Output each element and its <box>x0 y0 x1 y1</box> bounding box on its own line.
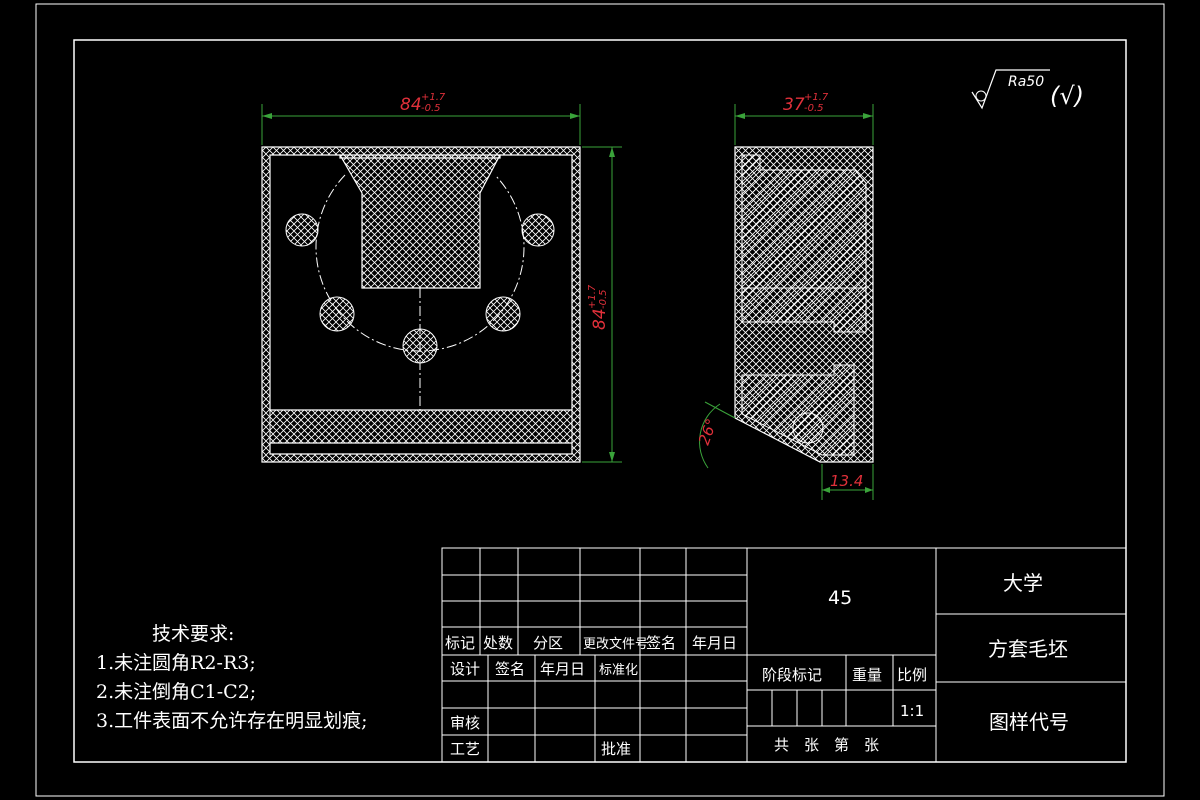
front-height-tol-lower: -0.5 <box>598 289 609 309</box>
label-scale: 比例 <box>897 666 927 684</box>
side-hole <box>792 412 824 444</box>
header-change-doc: 更改文件号 <box>583 637 648 652</box>
header-mark: 标记 <box>445 634 475 652</box>
front-insert <box>338 154 501 289</box>
side-view: 37 +1.7 -0.5 26° 13.4 <box>695 92 874 500</box>
header-count: 处数 <box>483 634 513 652</box>
side-width-tol-lower: -0.5 <box>804 103 824 114</box>
label-weight: 重量 <box>852 666 882 684</box>
label-design: 设计 <box>450 660 480 678</box>
header-zone: 分区 <box>533 634 563 652</box>
part-name: 方套毛坯 <box>988 637 1068 661</box>
hole-bottom <box>402 328 438 364</box>
label-date: 年月日 <box>540 660 585 678</box>
hole-left-top <box>285 213 319 247</box>
front-width-dim: 84 <box>400 95 422 115</box>
roughness-value: Ra50 <box>1008 74 1044 90</box>
side-width-dim: 37 <box>783 95 805 115</box>
title-block <box>441 547 1127 763</box>
side-width-tol-upper: +1.7 <box>804 92 829 103</box>
header-date: 年月日 <box>692 634 737 652</box>
side-hatch-bottom <box>741 364 855 456</box>
notes-title: 技术要求: <box>152 623 235 645</box>
front-bottom-bar <box>269 409 573 444</box>
note-item: 1.未注圆角R2-R3; <box>96 652 256 674</box>
school: 大学 <box>1003 571 1043 595</box>
side-angle: 26° <box>695 416 721 447</box>
title-block-text: 标记 处数 分区 更改文件号 签名 年月日 设计 签名 年月日 标准化 审核 工… <box>445 571 1069 758</box>
roughness-symbol: Ra50 (√) <box>971 69 1084 110</box>
technical-requirements: 技术要求: 1.未注圆角R2-R3; 2.未注倒角C1-C2; 3.工件表面不允… <box>96 620 368 736</box>
sheets: 共 张 第 张 <box>774 736 879 754</box>
front-height-tol-upper: +1.7 <box>587 284 598 309</box>
header-sign: 签名 <box>646 634 676 652</box>
note-item: 3.工件表面不允许存在明显划痕; <box>96 710 368 732</box>
note-item: 2.未注倒角C1-C2; <box>96 681 257 703</box>
label-review: 审核 <box>450 714 480 732</box>
side-hatch-top <box>741 154 867 289</box>
outer-frame <box>35 3 1165 797</box>
label-process: 工艺 <box>450 740 480 758</box>
roughness-other: (√) <box>1050 82 1084 110</box>
front-height-dim: 84 <box>590 308 610 330</box>
scale-value: 1:1 <box>900 702 924 720</box>
angle-arc <box>699 403 721 469</box>
material: 45 <box>828 587 852 609</box>
drawing-code: 图样代号 <box>989 710 1069 734</box>
label-sign: 签名 <box>495 660 525 678</box>
label-stage-mark: 阶段标记 <box>762 666 822 684</box>
side-bottom-dim: 13.4 <box>830 472 863 490</box>
hole-right-top <box>521 213 555 247</box>
front-view: 84 +1.7 -0.5 84 +1.7 -0.5 <box>261 92 622 463</box>
front-width-tol-upper: +1.7 <box>421 92 446 103</box>
hole-right-bottom <box>485 296 521 332</box>
front-width-tol-lower: -0.5 <box>421 103 441 114</box>
label-standardize: 标准化 <box>599 663 638 678</box>
hole-left-bottom <box>319 296 355 332</box>
label-approve: 批准 <box>601 740 631 758</box>
